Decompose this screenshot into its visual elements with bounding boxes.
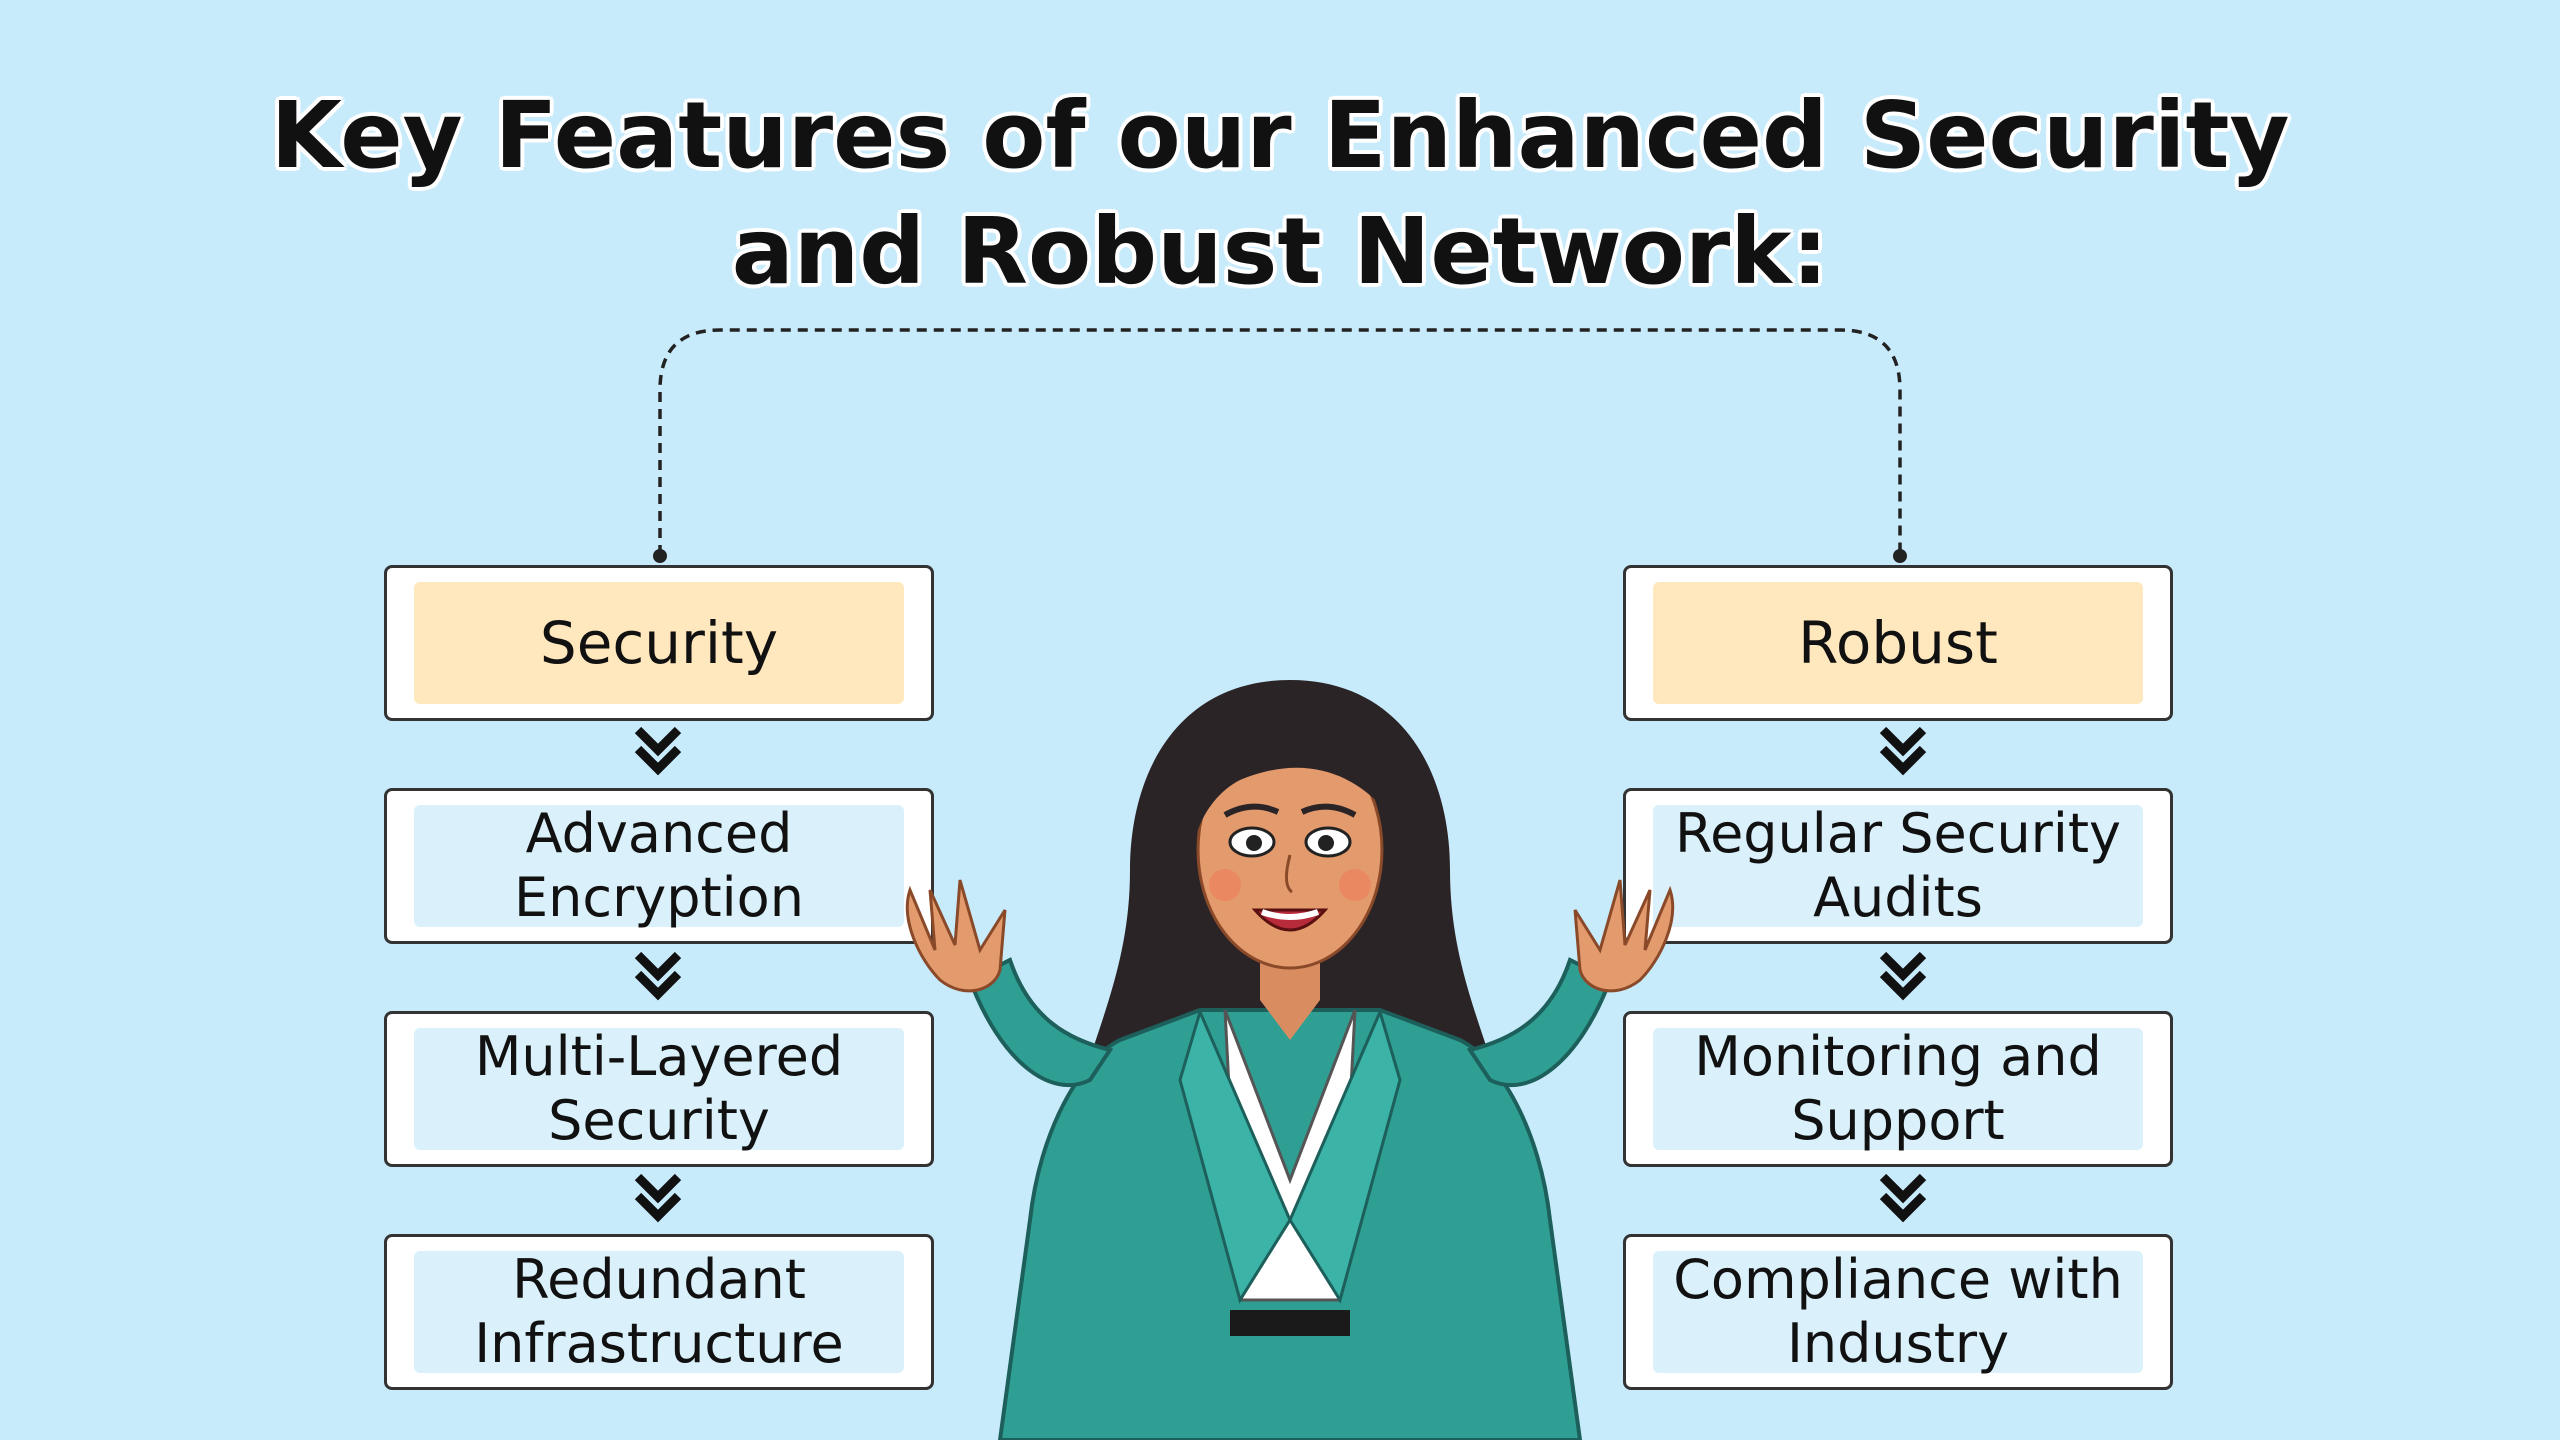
woman-presenter-illustration	[905, 680, 1675, 1440]
monitoring-support-box: Monitoring and Support	[1623, 1011, 2173, 1167]
security-header-box: Security	[384, 565, 934, 721]
compliance-industry-box: Compliance with Industry	[1623, 1234, 2173, 1390]
chevron-down-icon	[1879, 951, 1927, 1001]
robust-header-label: Robust	[1798, 609, 1998, 677]
chevron-down-icon	[634, 951, 682, 1001]
title-line-2: and Robust Network:	[731, 198, 1829, 305]
chevron-down-icon	[1879, 726, 1927, 776]
advanced-encryption-box: Advanced Encryption	[384, 788, 934, 944]
right-hand	[1573, 879, 1675, 993]
dashed-connector	[653, 328, 1907, 563]
chevron-down-icon	[634, 726, 682, 776]
chevron-down-icon	[634, 1173, 682, 1223]
belt	[1230, 1310, 1350, 1336]
title-line-1: Key Features of our Enhanced Security	[270, 82, 2290, 189]
feature-label: Monitoring and Support	[1694, 1025, 2102, 1152]
diagram-title: Key Features of our Enhanced Security an…	[0, 78, 2560, 310]
feature-label: Regular Security Audits	[1674, 802, 2122, 929]
multi-layered-security-box: Multi-Layered Security	[384, 1011, 934, 1167]
connector-dot-right	[1893, 549, 1907, 563]
robust-header-box: Robust	[1623, 565, 2173, 721]
left-hand	[905, 879, 1007, 993]
feature-label: Compliance with Industry	[1673, 1248, 2123, 1375]
chevron-down-icon	[1879, 1173, 1927, 1223]
feature-label: Redundant Infrastructure	[474, 1248, 844, 1375]
regular-security-audits-box: Regular Security Audits	[1623, 788, 2173, 944]
redundant-infrastructure-box: Redundant Infrastructure	[384, 1234, 934, 1390]
security-header-label: Security	[539, 609, 779, 677]
feature-label: Advanced Encryption	[514, 802, 804, 929]
connector-dot-left	[653, 549, 667, 563]
feature-label: Multi-Layered Security	[474, 1025, 844, 1152]
